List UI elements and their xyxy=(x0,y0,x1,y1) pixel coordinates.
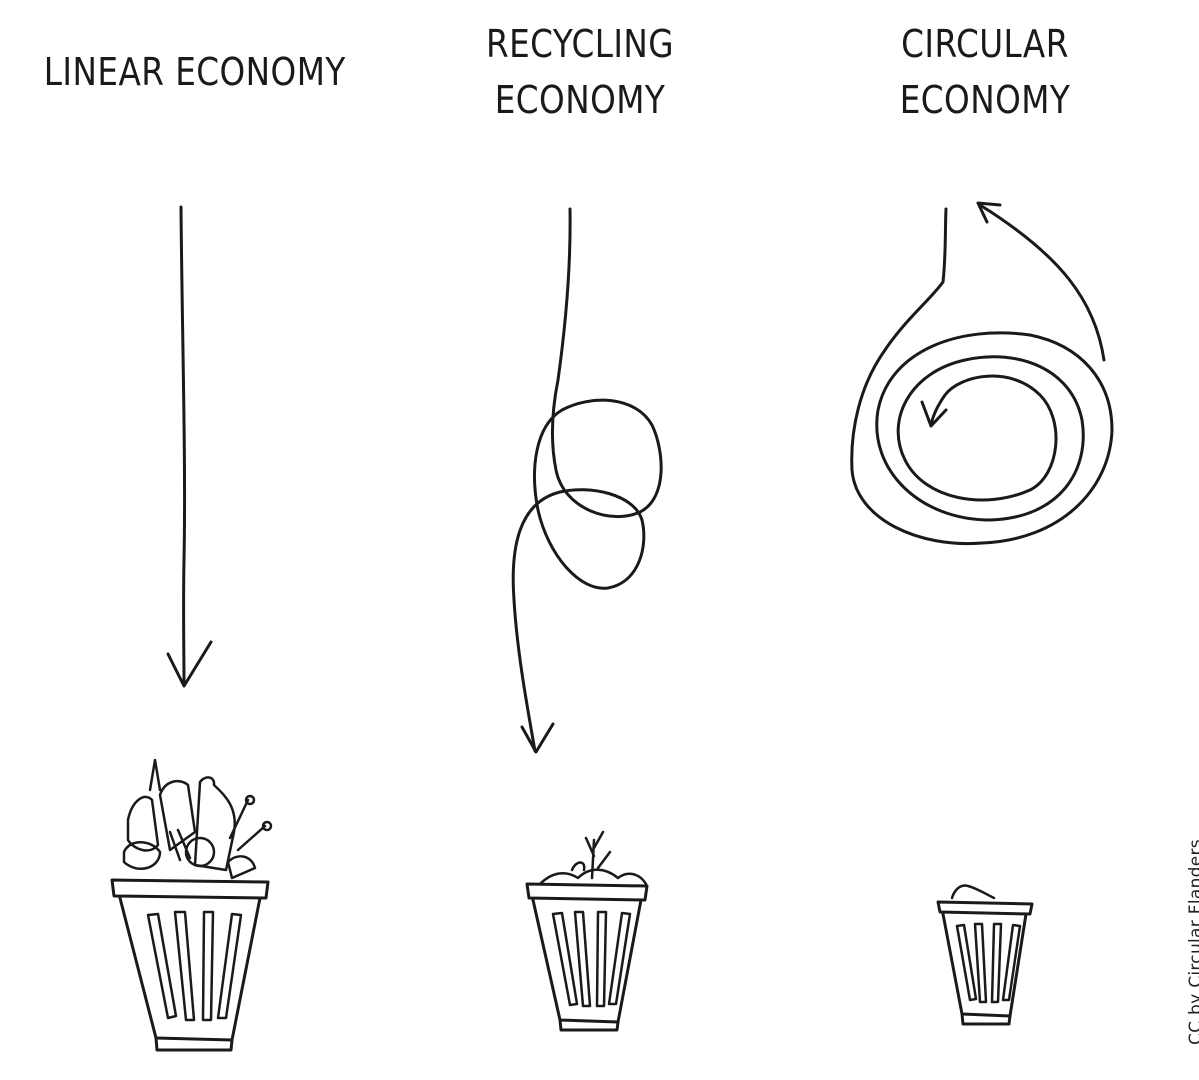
linear-economy-title: LINEAR ECONOMY xyxy=(43,44,346,100)
recycling-economy-title: RECYCLING ECONOMY xyxy=(451,16,709,128)
trash-can-overflowing-icon xyxy=(110,758,273,1052)
circular-economy-title-line-2: ECONOMY xyxy=(899,78,1071,122)
linear-economy-title-line-1: LINEAR ECONOMY xyxy=(43,50,346,94)
trash-can-nearly-empty-icon xyxy=(936,884,1034,1026)
trash-can-half-icon xyxy=(525,830,649,1032)
circular-economy-title-line-1: CIRCULAR xyxy=(901,22,1069,66)
recycling-loop-arrow-icon xyxy=(511,207,663,754)
circular-spiral-arrow-icon xyxy=(850,201,1114,546)
recycling-economy-title-line-1: RECYCLING xyxy=(485,22,675,66)
credit-label: CC by Circular Flanders xyxy=(1186,839,1199,1045)
circular-economy-title: CIRCULAR ECONOMY xyxy=(860,16,1109,128)
linear-arrow-icon xyxy=(166,205,213,688)
recycling-economy-title-line-2: ECONOMY xyxy=(494,78,666,122)
